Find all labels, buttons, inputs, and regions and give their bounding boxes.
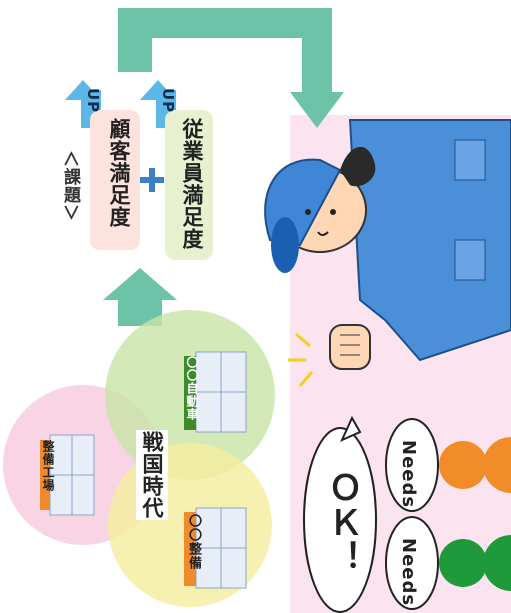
ok-text: ＯＫ！ bbox=[322, 470, 362, 575]
shop-label-center: 〇〇自動車 bbox=[185, 356, 199, 421]
loop-arrow-icon bbox=[118, 8, 344, 128]
shop-label-left: 整備工場 bbox=[41, 440, 55, 492]
needs-bubble bbox=[385, 516, 439, 610]
customer-satisfaction-box bbox=[90, 110, 140, 250]
orange-customer-body bbox=[483, 437, 511, 493]
customer-satisfaction-label: 顧客満足度 bbox=[107, 118, 131, 228]
needs-bubble bbox=[385, 418, 439, 512]
issues-heading: ＜課題＞ bbox=[60, 150, 80, 222]
ok-bubble bbox=[303, 415, 377, 613]
mechanic-illustration bbox=[264, 119, 511, 362]
fist-icon bbox=[288, 324, 371, 387]
employee-satisfaction-box bbox=[165, 110, 213, 260]
up-label: UP bbox=[159, 88, 177, 114]
shop-building-icon bbox=[184, 351, 247, 433]
plus-icon bbox=[140, 168, 164, 192]
shop-building-icon bbox=[184, 507, 247, 589]
shop-building-icon bbox=[40, 434, 95, 516]
green-customer-body bbox=[483, 535, 511, 591]
employee-satisfaction-label: 従業員満足度 bbox=[180, 118, 204, 250]
up-label: UP bbox=[84, 88, 102, 114]
era-label: 戦国時代 bbox=[136, 430, 168, 520]
needs-text-green: Needs bbox=[398, 538, 419, 607]
shop-label-bottom: 〇〇整備 bbox=[186, 514, 201, 570]
green-customer-head bbox=[439, 539, 487, 587]
orange-customer-head bbox=[439, 441, 487, 489]
needs-text-orange: Needs bbox=[398, 440, 419, 509]
